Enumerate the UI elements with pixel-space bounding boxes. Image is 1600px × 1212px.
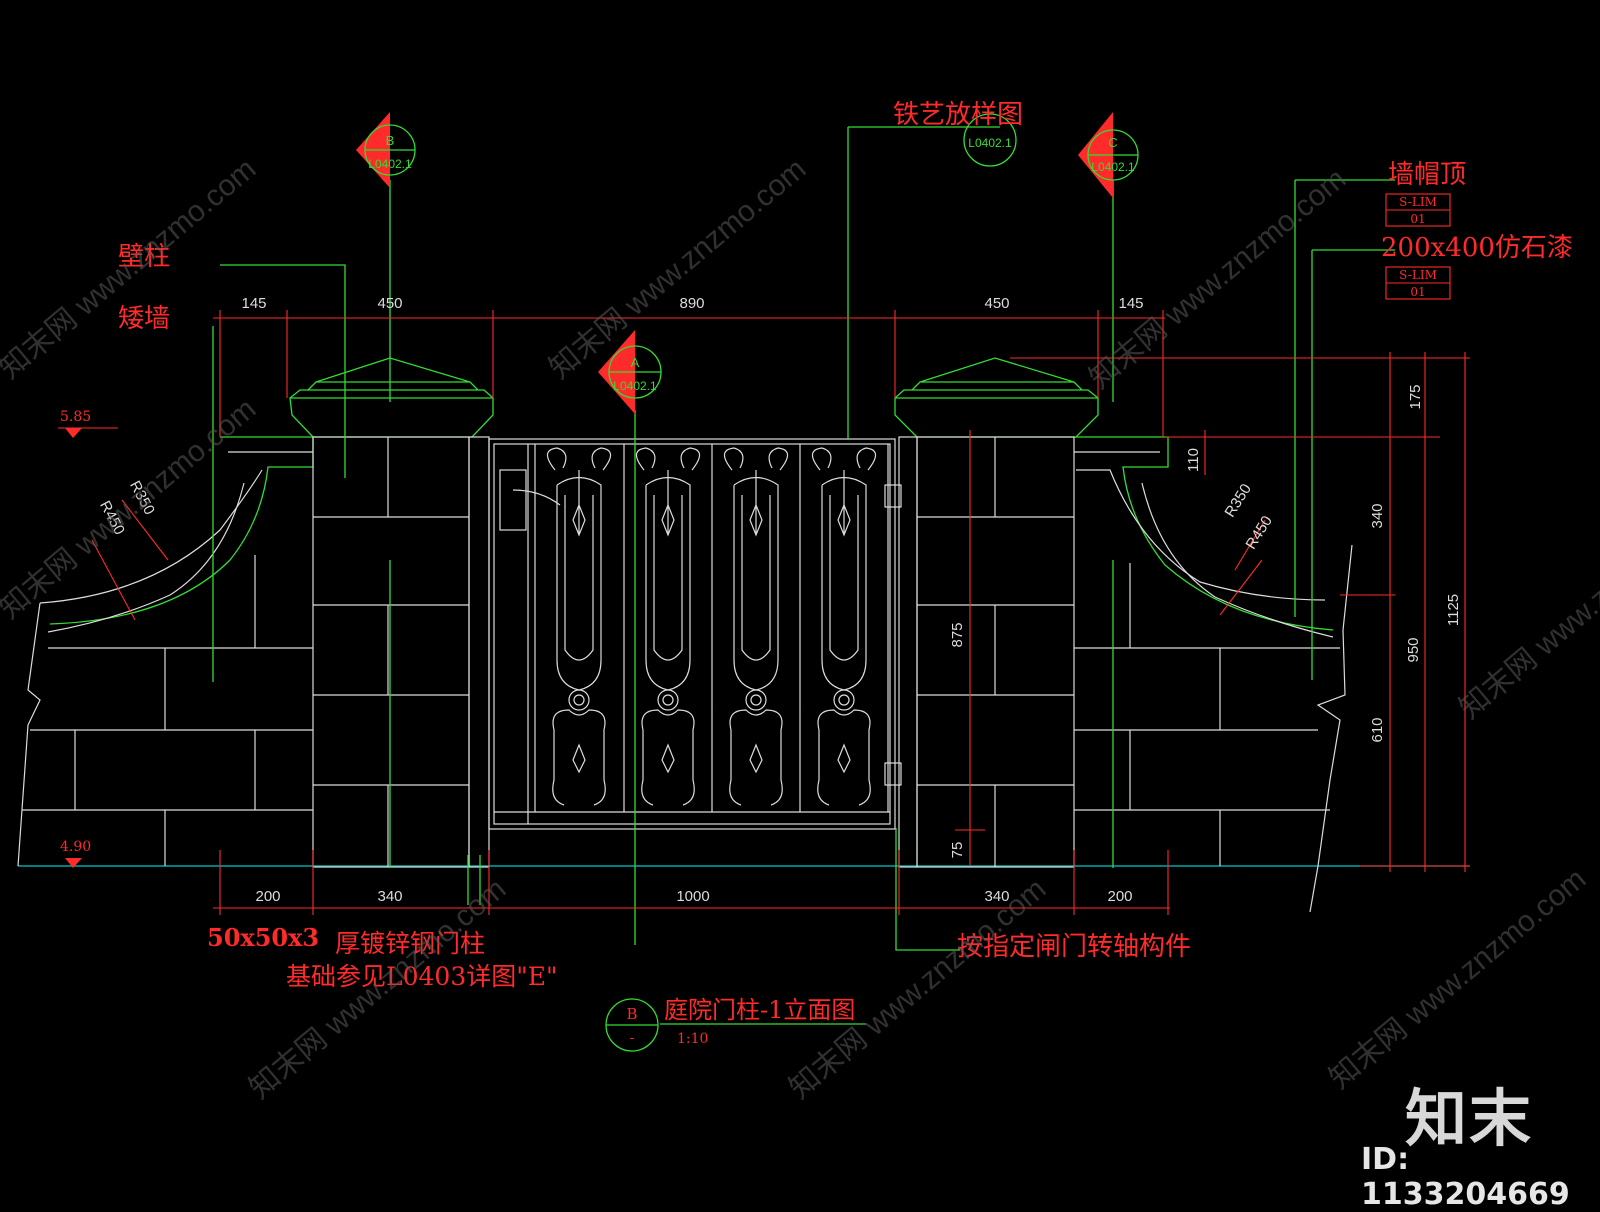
radius-left-450: R450: [96, 498, 128, 538]
watermark-logo: 知末: [1405, 1082, 1534, 1155]
gate-rosette: [745, 689, 767, 711]
dim-top-3: 890: [679, 295, 704, 312]
label-low-wall: 矮墙: [118, 304, 170, 334]
gate-panel: [711, 444, 789, 812]
title-sub: -: [630, 1030, 635, 1046]
callout-top-sheet: L0402.1: [968, 136, 1012, 150]
dim-top-2: 450: [377, 295, 402, 312]
gate-rosette-center: [573, 694, 585, 706]
dim-right-610: 610: [1369, 717, 1386, 742]
iron-gate: [488, 438, 902, 830]
radius-right-350: R350: [1221, 481, 1254, 520]
gate-rosette: [833, 689, 855, 711]
gate-rosette-center: [750, 694, 762, 706]
label-wall-cap-top: 墙帽顶: [1388, 160, 1466, 190]
dimension-lines: [91, 310, 1470, 915]
callout-a[interactable]: A L0402.1: [598, 330, 662, 414]
label-pier: 壁柱: [118, 242, 170, 272]
label-post-size: 50x50x3: [207, 923, 319, 952]
tag-a-bottom: 01: [1410, 212, 1425, 226]
gate-panel: [623, 444, 701, 812]
level-top: 5.85: [58, 409, 118, 438]
dim-right-175: 175: [1407, 384, 1424, 409]
tag-b-top: S-LIM: [1399, 268, 1437, 282]
dim-bottom-1: 200: [255, 888, 280, 905]
level-top-value: 5.85: [60, 409, 91, 425]
dim-top-1: 145: [241, 295, 266, 312]
axis-lines: [212, 126, 1395, 951]
label-galv-post: 厚镀锌钢门柱: [335, 929, 485, 958]
gate-panel: [534, 444, 612, 812]
hinge-bottom-icon: [884, 762, 902, 786]
callout-a-letter: A: [631, 355, 640, 370]
dim-right-1125: 1125: [1445, 594, 1462, 626]
gate-rosette-center: [662, 694, 674, 706]
title-letter: B: [626, 1005, 637, 1023]
label-iron-detail: 铁艺放样图: [893, 100, 1023, 130]
callout-c-letter: C: [1108, 135, 1117, 150]
level-bottom: 4.90: [60, 839, 91, 868]
dim-top-5: 145: [1118, 295, 1143, 312]
dim-right-340: 340: [1369, 503, 1386, 528]
watermark-id: ID: 1133204669: [1361, 1142, 1570, 1212]
right-low-wall: [1074, 436, 1353, 913]
tag-b-bottom: 01: [1410, 285, 1425, 299]
label-stone-paint: 200x400仿石漆: [1381, 233, 1573, 263]
title-scale: 1:10: [677, 1031, 708, 1047]
dim-bottom-4: 340: [984, 888, 1009, 905]
callout-c-sheet: L0402.1: [1091, 160, 1135, 174]
callout-b-sheet: L0402.1: [368, 157, 412, 171]
dim-right-950: 950: [1405, 637, 1422, 662]
dim-gate-75: 75: [949, 842, 966, 859]
callout-b[interactable]: B L0402.1: [356, 112, 416, 188]
dimension-text: 145 450 890 450 145 200 340 1000 340 200…: [96, 295, 1462, 905]
radius-right-450: R450: [1242, 513, 1275, 552]
tag-a-top: S-LIM: [1399, 195, 1437, 209]
title-name: 庭院门柱-1立面图: [664, 996, 855, 1024]
gate-panel: [799, 444, 877, 812]
annotations: 壁柱 矮墙 铁艺放样图 墙帽顶 S-LIM 01 200x400仿石漆 S-LI…: [118, 100, 1573, 991]
label-foundation: 基础参见L0403详图"E": [286, 962, 557, 991]
dim-gate-875: 875: [949, 622, 966, 647]
dim-top-4: 450: [984, 295, 1009, 312]
gate-rosette: [657, 689, 679, 711]
callout-b-letter: B: [386, 133, 395, 148]
dim-right-110: 110: [1185, 448, 1202, 472]
left-low-wall: [17, 436, 314, 867]
gate-rosette-center: [838, 694, 850, 706]
gate-handle-icon: [512, 489, 561, 506]
label-pivot: 按指定闸门转轴构件: [957, 932, 1191, 962]
callout-top-detail[interactable]: L0402.1: [963, 113, 1017, 167]
dim-bottom-5: 200: [1107, 888, 1132, 905]
level-bottom-value: 4.90: [60, 839, 91, 855]
right-pier: [894, 357, 1099, 868]
hinge-top-icon: [884, 484, 902, 508]
left-pier: [289, 357, 494, 868]
callout-c[interactable]: C L0402.1: [1078, 112, 1139, 198]
gate-lock-icon: [499, 469, 527, 531]
dim-bottom-3: 1000: [676, 888, 709, 905]
drawing-title: B - 庭院门柱-1立面图 1:10: [605, 996, 866, 1052]
tag-wall-cap: S-LIM 01: [1385, 193, 1451, 227]
tag-stone-paint: S-LIM 01: [1385, 266, 1451, 300]
callout-a-sheet: L0402.1: [613, 379, 657, 393]
gate-rosette: [568, 689, 590, 711]
dim-bottom-2: 340: [377, 888, 402, 905]
